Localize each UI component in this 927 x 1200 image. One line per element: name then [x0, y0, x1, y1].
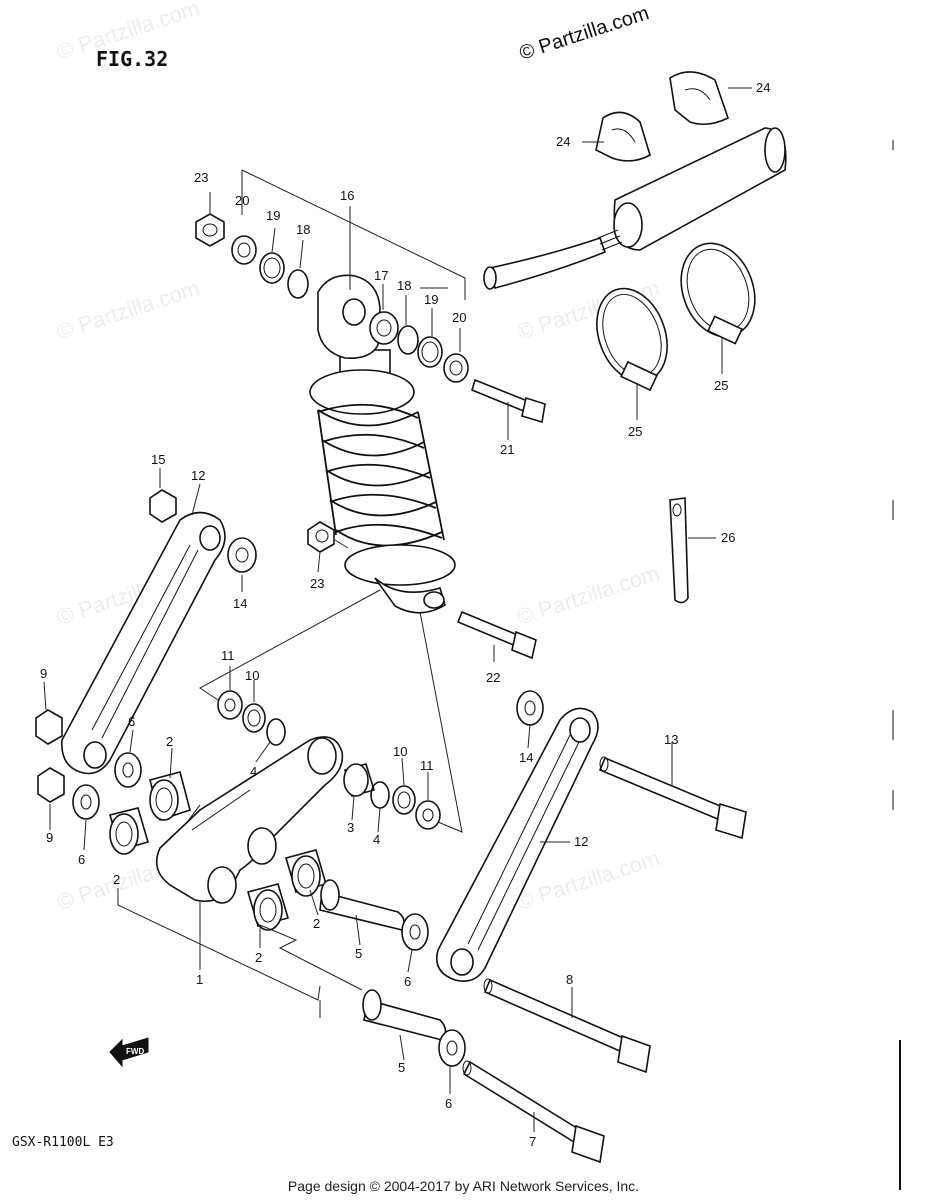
bolt: [483, 978, 651, 1074]
callout-23: 23: [310, 576, 324, 591]
washer: [72, 784, 100, 820]
callout-2: 2: [313, 916, 320, 931]
cushion-lever: [155, 736, 344, 904]
callout-13: 13: [664, 732, 678, 747]
callout-2: 2: [113, 872, 120, 887]
callout-4: 4: [250, 764, 257, 779]
reservoir-canister: [483, 127, 787, 290]
callout-5: 5: [398, 1060, 405, 1075]
callout-5: 5: [355, 946, 362, 961]
callout-20: 20: [235, 193, 249, 208]
nut: [35, 709, 63, 745]
cushion-rod-right: [436, 707, 599, 982]
callout-4: 4: [373, 832, 380, 847]
callout-19: 19: [424, 292, 438, 307]
callout-14: 14: [519, 750, 533, 765]
copyright-watermark: © Partzilla.com: [517, 2, 652, 65]
callout-15: 15: [151, 452, 165, 467]
cushion-rod-left: [61, 511, 226, 775]
callout-24: 24: [556, 134, 570, 149]
callout-19: 19: [266, 208, 280, 223]
upper-hardware: [195, 213, 546, 660]
callout-6: 6: [78, 852, 85, 867]
callout-9: 9: [40, 666, 47, 681]
spacer: [362, 989, 447, 1041]
tie-strap: [669, 497, 689, 604]
lever-hardware-left: [217, 690, 286, 746]
callout-24: 24: [756, 80, 770, 95]
reservoir-clamp: [669, 71, 729, 126]
callout-18: 18: [296, 222, 310, 237]
callout-17: 17: [374, 268, 388, 283]
shock-absorber: [309, 274, 456, 614]
spacer: [319, 879, 406, 931]
callout-7: 7: [529, 1134, 536, 1149]
washer: [516, 690, 544, 726]
watermark: © Partzilla.com: [514, 560, 663, 630]
model-code: GSX-R1100L E3: [12, 1135, 114, 1150]
callout-22: 22: [486, 670, 500, 685]
nut: [37, 767, 65, 803]
scan-edge-marks: [892, 140, 901, 1190]
callout-6: 6: [128, 714, 135, 729]
callout-10: 10: [245, 668, 259, 683]
reservoir-clamp: [595, 111, 651, 162]
callout-21: 21: [500, 442, 514, 457]
callout-16: 16: [340, 188, 354, 203]
needle-bearing: [109, 807, 149, 855]
washer: [438, 1029, 466, 1067]
hose-band: [596, 287, 668, 392]
callout-20: 20: [452, 310, 466, 325]
forward-arrow-icon: FWD: [109, 1037, 149, 1068]
callout-14: 14: [233, 596, 247, 611]
nut: [149, 489, 177, 523]
washer: [114, 752, 142, 788]
callout-2: 2: [255, 950, 262, 965]
washer: [401, 913, 429, 951]
callout-1: 1: [196, 972, 203, 987]
needle-bearing: [149, 771, 191, 822]
callout-25: 25: [714, 378, 728, 393]
callout-12: 12: [574, 834, 588, 849]
callout-11: 11: [221, 648, 235, 663]
callout-10: 10: [393, 744, 407, 759]
callout-18: 18: [397, 278, 411, 293]
callout-9: 9: [46, 830, 53, 845]
bolt: [462, 1060, 605, 1164]
needle-bearing: [247, 883, 289, 931]
callout-8: 8: [566, 972, 573, 987]
needle-bearing: [285, 849, 327, 897]
callouts: 23 20 19 18 16 17 18 19 20 21 24 24 25 2…: [40, 80, 770, 1149]
lever-hardware-right: [343, 763, 441, 830]
page-footer: Page design © 2004-2017 by ARI Network S…: [287, 1178, 640, 1194]
washer: [227, 537, 257, 573]
callout-11: 11: [420, 758, 434, 773]
callout-12: 12: [191, 468, 205, 483]
callout-6: 6: [445, 1096, 452, 1111]
forward-label: FWD: [126, 1047, 144, 1056]
callout-6: 6: [404, 974, 411, 989]
hose-band: [680, 242, 756, 345]
leader-lines: [43, 87, 752, 1132]
callout-2: 2: [166, 734, 173, 749]
callout-23: 23: [194, 170, 208, 185]
figure-label: FIG.32: [96, 47, 168, 71]
bolt: [598, 756, 747, 840]
callout-3: 3: [347, 820, 354, 835]
callout-26: 26: [721, 530, 735, 545]
watermark: © Partzilla.com: [54, 275, 203, 345]
callout-25: 25: [628, 424, 642, 439]
